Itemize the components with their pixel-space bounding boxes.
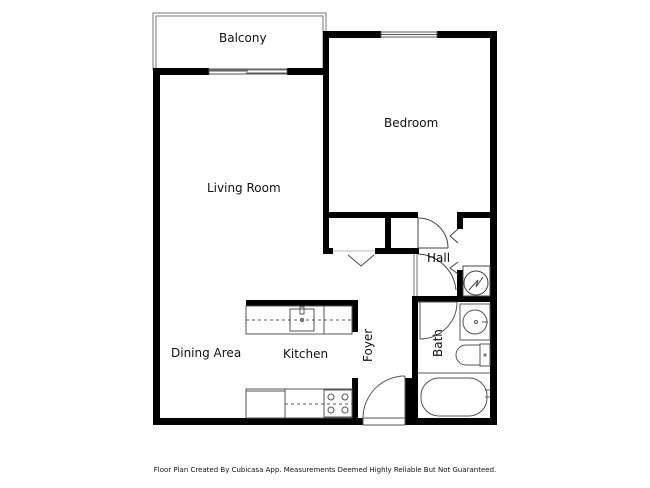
bedroom-door — [417, 217, 459, 291]
room-label-dining-area: Dining Area — [171, 346, 242, 360]
closet-door — [333, 250, 375, 267]
sliding-door — [208, 68, 288, 75]
room-label-bedroom: Bedroom — [384, 116, 439, 130]
room-label-kitchen: Kitchen — [283, 347, 329, 361]
room-label-foyer: Foyer — [361, 328, 375, 362]
bath-door — [418, 301, 458, 340]
hall-lines — [413, 254, 418, 296]
room-label-hall: Hall — [427, 251, 451, 265]
water-heater — [462, 265, 491, 297]
window — [380, 31, 438, 38]
bathroom-sink — [459, 303, 491, 341]
room-label-bath: Bath — [431, 329, 445, 357]
walls — [153, 31, 497, 425]
bathtub — [418, 372, 490, 417]
entry-door — [362, 375, 406, 426]
kitchen-counters — [245, 305, 353, 419]
room-label-living-room: Living Room — [207, 181, 281, 195]
stove — [323, 389, 353, 418]
room-label-balcony: Balcony — [219, 31, 267, 45]
disclaimer-footer: Floor Plan Created By Cubicasa App. Meas… — [153, 466, 497, 474]
toilet — [455, 343, 491, 367]
kitchen-sink — [289, 306, 315, 332]
